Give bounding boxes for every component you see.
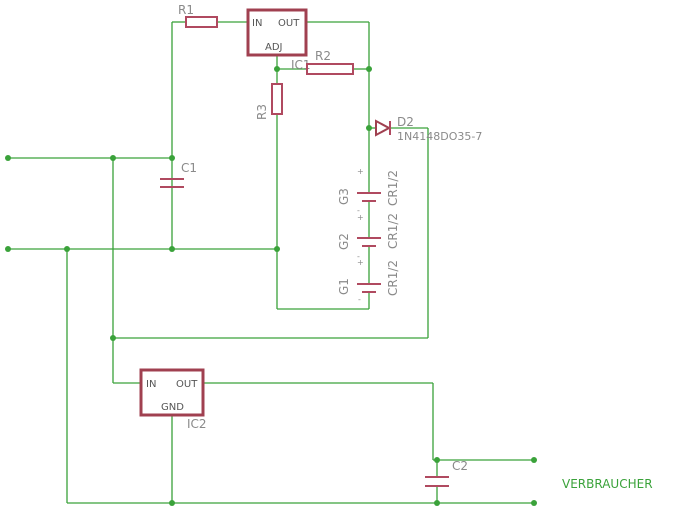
terminal-load-top xyxy=(531,457,537,463)
junction xyxy=(274,246,280,252)
label-g3: G3 xyxy=(337,188,351,205)
ic2-pin-out: OUT xyxy=(176,379,198,390)
ic1-pin-out: OUT xyxy=(278,18,300,29)
battery-g3: + - G3 CR1/2 xyxy=(337,167,400,215)
label-g3-value: CR1/2 xyxy=(386,170,400,206)
junction xyxy=(110,155,116,161)
g3-minus: - xyxy=(357,206,360,215)
label-c1: C1 xyxy=(181,161,197,175)
junction xyxy=(64,246,70,252)
g2-plus: + xyxy=(357,213,364,222)
g1-minus: - xyxy=(358,295,361,304)
junction xyxy=(434,457,440,463)
label-r1: R1 xyxy=(178,3,194,17)
load-label: VERBRAUCHER xyxy=(562,477,653,491)
junction xyxy=(366,125,372,131)
junction xyxy=(366,66,372,72)
capacitor-c1: C1 xyxy=(160,161,197,188)
junction xyxy=(169,500,175,506)
junction xyxy=(110,335,116,341)
label-c2: C2 xyxy=(452,459,468,473)
label-d2: D2 xyxy=(397,115,414,129)
label-d2-value: 1N4148DO35-7 xyxy=(397,130,482,143)
label-r3: R3 xyxy=(255,104,269,120)
ic2-regulator: IN OUT GND IC2 xyxy=(139,368,207,431)
battery-g2: + - G2 CR1/2 xyxy=(337,213,400,261)
terminal-left-top xyxy=(5,155,11,161)
label-g1-value: CR1/2 xyxy=(386,260,400,296)
label-ic1: IC1 xyxy=(291,58,311,72)
ic1-pin-adj: ADJ xyxy=(265,42,283,53)
ic2-pin-gnd: GND xyxy=(161,402,184,413)
junction xyxy=(434,500,440,506)
diode-d2: D2 1N4148DO35-7 xyxy=(375,115,482,143)
junction xyxy=(169,246,175,252)
label-g1: G1 xyxy=(337,278,351,295)
junction xyxy=(274,66,280,72)
g3-plus: + xyxy=(357,167,364,176)
resistor-r1: R1 xyxy=(178,3,218,28)
label-g2: G2 xyxy=(337,233,351,250)
terminal-load-bottom xyxy=(531,500,537,506)
junctions xyxy=(5,66,537,506)
g1-plus: + xyxy=(357,258,364,267)
ic1-regulator: IN OUT ADJ IC1 xyxy=(246,8,311,72)
terminal-left-ground xyxy=(5,246,11,252)
capacitor-c2: C2 xyxy=(425,459,468,487)
ic2-pin-in: IN xyxy=(146,379,156,390)
resistor-r2: R2 xyxy=(306,49,354,75)
label-ic2: IC2 xyxy=(187,417,207,431)
junction xyxy=(169,155,175,161)
wires xyxy=(8,21,534,504)
ic1-pin-in: IN xyxy=(252,18,262,29)
resistor-r3: R3 xyxy=(255,83,283,120)
label-r2: R2 xyxy=(315,49,331,63)
battery-g1: + - G1 CR1/2 xyxy=(337,258,400,304)
g2-minus: - xyxy=(357,252,360,261)
label-g2-value: CR1/2 xyxy=(386,213,400,249)
